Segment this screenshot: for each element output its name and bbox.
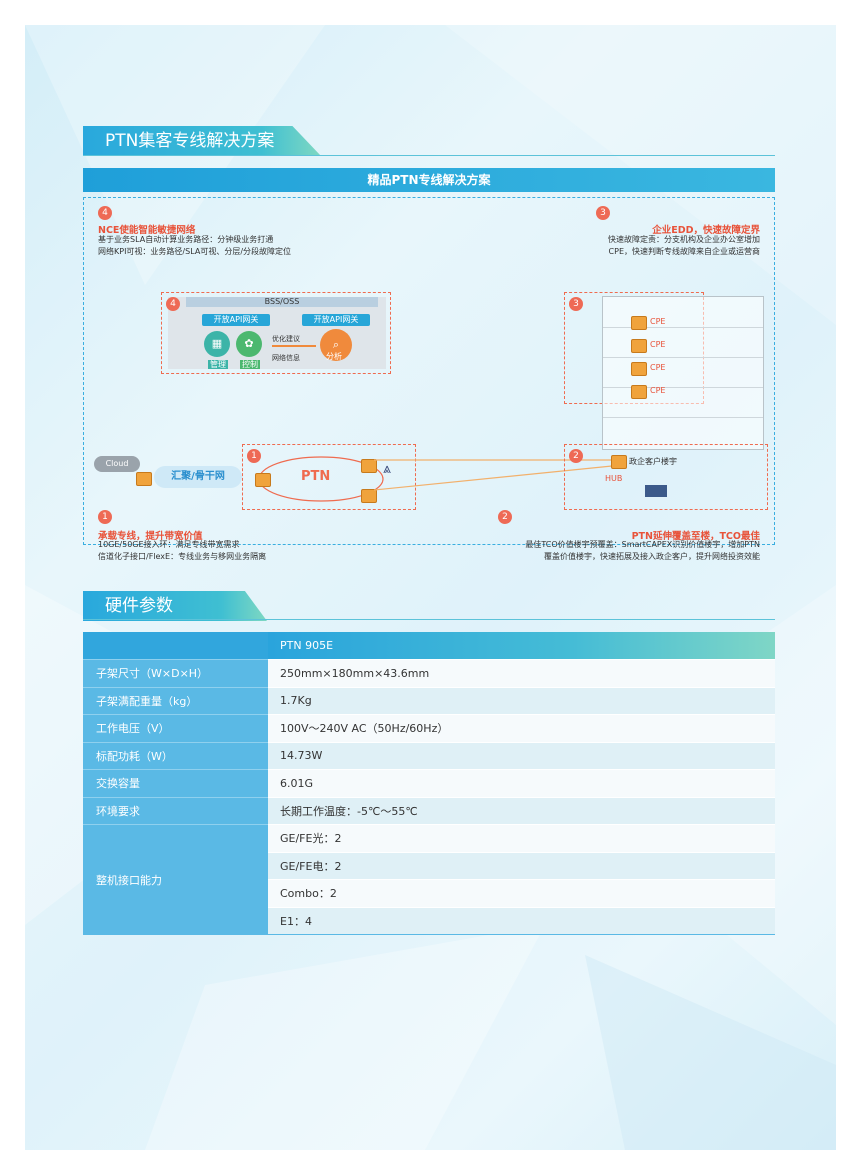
block3-title: 企业EDD，快速故障定界	[652, 225, 760, 236]
spec-value: 250mm×180mm×43.6mm	[268, 659, 775, 688]
block4-line1: 基于业务SLA自动计算业务路径：分钟级业务打通	[98, 235, 274, 244]
block3-line1: 快速故障定责：分支机构及企业办公室增加	[608, 235, 760, 244]
interface-value: GE/FE电：2	[268, 852, 775, 880]
ptn-label: PTN	[301, 469, 331, 484]
hub-label: HUB	[605, 474, 623, 483]
control-icon: ✿	[236, 331, 262, 357]
api-gateway-1: 开放API网关	[202, 314, 270, 326]
spec-value: 长期工作温度：-5℃～55℃	[268, 797, 775, 825]
bss-oss-bar: BSS/OSS	[186, 297, 378, 307]
tower-icon: ⩓	[383, 461, 391, 477]
nce-box: 4 BSS/OSS 开放API网关 开放API网关 ▦ 管理 ✿ 控制 ⌕ 分析…	[161, 292, 391, 374]
building-label: 政企客户楼宇	[629, 457, 677, 466]
office-icon	[645, 485, 667, 497]
cpe-label-3: CPE	[650, 363, 666, 372]
ptn-router-bottom	[361, 489, 377, 503]
spec-table: PTN 905E 子架尺寸（W×D×H） 250mm×180mm×43.6mm …	[83, 632, 775, 935]
cpe-router-1	[631, 316, 647, 330]
agg-router	[136, 472, 152, 486]
spec-key: 交换容量	[83, 769, 268, 798]
spec-value: 100V～240V AC（50Hz/60Hz）	[268, 714, 775, 743]
spec-key: 子架尺寸（W×D×H）	[83, 659, 268, 688]
block1-line1: 10GE/50GE接入环：满足专线带宽需求	[98, 540, 240, 549]
block4-line2: 网络KPI可视：业务路径/SLA可视、分层/分段故障定位	[98, 247, 292, 256]
badge-3b: 3	[569, 297, 583, 311]
management-label: 管理	[208, 360, 228, 369]
netinfo-label: 网络信息	[272, 354, 300, 362]
badge-nce: 4	[166, 297, 180, 311]
badge-4: 4	[98, 206, 112, 220]
cloud-icon: Cloud	[94, 456, 140, 472]
model-header: PTN 905E	[268, 632, 775, 660]
cpe-router-3	[631, 362, 647, 376]
badge-2: 2	[498, 510, 512, 524]
hub-box: 2 政企客户楼宇 HUB	[564, 444, 768, 510]
table-row: 整机接口能力 GE/FE光：2	[83, 824, 775, 935]
table-row: 子架满配重量（kg） 1.7Kg	[83, 687, 775, 715]
api-gateway-2: 开放API网关	[302, 314, 370, 326]
cpe-label-4: CPE	[650, 386, 666, 395]
analyze-icon: ⌕	[320, 329, 352, 361]
spec-key: 标配功耗（W）	[83, 742, 268, 770]
table-row: 交换容量 6.01G	[83, 769, 775, 798]
block1-line2: 信道化子接口/FlexE：专线业务与移网业务隔离	[98, 552, 267, 561]
background-pattern	[25, 25, 836, 1150]
block4-title: NCE使能智能敏捷网络	[98, 225, 196, 236]
table-row: GE/FE电：2	[83, 852, 775, 880]
spec-key: 工作电压（V）	[83, 714, 268, 743]
section-title-hardware: 硬件参数	[83, 591, 267, 621]
interface-key: 整机接口能力	[83, 824, 268, 935]
section-divider-2	[83, 619, 775, 620]
block2-title: PTN延伸覆盖至楼，TCO最佳	[631, 531, 760, 542]
block3-line2: CPE，快速判断专线故障来自企业或运营商	[608, 247, 760, 256]
control-label: 控制	[240, 360, 260, 369]
table-row: Combo：2	[83, 879, 775, 908]
badge-1: 1	[98, 510, 112, 524]
table-row: 子架尺寸（W×D×H） 250mm×180mm×43.6mm	[83, 659, 775, 688]
suggest-label: 优化建议	[272, 335, 300, 343]
cpe-router-2	[631, 339, 647, 353]
aggregation-network: 汇聚/骨干网	[154, 466, 242, 488]
table-row: 环境要求 长期工作温度：-5℃～55℃	[83, 797, 775, 825]
spec-key: 环境要求	[83, 797, 268, 825]
block2-line2: 覆盖价值楼宇，快速拓展及接入政企客户，提升网络投资效能	[544, 552, 760, 561]
badge-2b: 2	[569, 449, 583, 463]
spec-value: 14.73W	[268, 742, 775, 770]
building-illustration	[602, 296, 764, 450]
interface-value: E1：4	[268, 907, 775, 935]
page: PTN集客专线解决方案 精品PTN专线解决方案 4 NCE使能智能敏捷网络 基于…	[25, 25, 836, 1150]
table-row: 标配功耗（W） 14.73W	[83, 742, 775, 770]
ptn-router-top	[361, 459, 377, 473]
section-title-solution: PTN集客专线解决方案	[83, 126, 321, 156]
ptn-box: 1 PTN ⩓	[242, 444, 416, 510]
management-icon: ▦	[204, 331, 230, 357]
block1-title: 承载专线，提升带宽价值	[98, 531, 203, 542]
interface-value: Combo：2	[268, 879, 775, 908]
analyze-label: 分析	[326, 352, 342, 361]
spec-value: 1.7Kg	[268, 687, 775, 715]
badge-3: 3	[596, 206, 610, 220]
badge-1b: 1	[247, 449, 261, 463]
hub-router	[611, 455, 627, 469]
spec-value: 6.01G	[268, 769, 775, 798]
arrow-line	[272, 345, 316, 347]
table-header-row: PTN 905E	[83, 632, 775, 660]
spec-key: 子架满配重量（kg）	[83, 687, 268, 715]
header-blank	[83, 632, 268, 660]
cpe-router-4	[631, 385, 647, 399]
cpe-label-1: CPE	[650, 317, 666, 326]
interface-value: GE/FE光：2	[268, 824, 775, 853]
cpe-label-2: CPE	[650, 340, 666, 349]
diagram-banner: 精品PTN专线解决方案	[83, 168, 775, 192]
table-row: E1：4	[83, 907, 775, 935]
solution-diagram: 4 NCE使能智能敏捷网络 基于业务SLA自动计算业务路径：分钟级业务打通 网络…	[83, 197, 775, 561]
table-row: 工作电压（V） 100V～240V AC（50Hz/60Hz）	[83, 714, 775, 743]
ptn-router-left	[255, 473, 271, 487]
block2-line1: 最佳TCO价值楼宇预覆盖：SmartCAPEX识别价值楼宇，增加PTN	[525, 540, 760, 549]
section-divider	[83, 155, 775, 156]
